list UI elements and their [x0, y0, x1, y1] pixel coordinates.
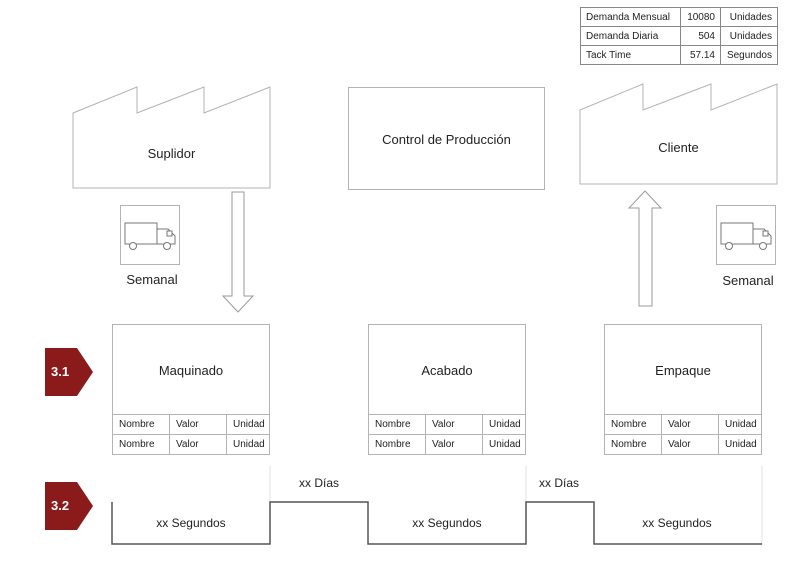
- supplier-factory-shape: [72, 86, 271, 189]
- table-row: Nombre Valor Unidad: [605, 434, 761, 454]
- table-row: Nombre Valor Unidad: [605, 414, 761, 435]
- customer-frequency: Semanal: [722, 273, 774, 288]
- step-marker-3-2: 3.2: [45, 482, 93, 530]
- demand-unit: Unidades: [720, 26, 778, 46]
- truck-icon: [124, 222, 176, 250]
- step-marker-3-1: 3.1: [45, 348, 93, 396]
- table-row: Demanda Mensual 10080 Unidades: [580, 7, 778, 27]
- demand-value: 57.14: [680, 45, 721, 65]
- table-cell: Valor: [661, 414, 719, 435]
- customer-factory-shape: [579, 83, 778, 185]
- table-cell: Valor: [425, 414, 483, 435]
- demand-table: Demanda Mensual 10080 Unidades Demanda D…: [580, 7, 778, 65]
- table-cell: Nombre: [605, 434, 662, 454]
- step-marker-label: 3.2: [51, 498, 70, 513]
- process-box-empaque: Empaque Nombre Valor Unidad Nombre Valor…: [604, 324, 762, 455]
- table-row: Nombre Valor Unidad: [113, 434, 269, 454]
- demand-unit: Segundos: [720, 45, 778, 65]
- demand-name: Tack Time: [580, 45, 681, 65]
- table-cell: Nombre: [369, 414, 426, 435]
- process-box-acabado: Acabado Nombre Valor Unidad Nombre Valor…: [368, 324, 526, 455]
- table-cell: Valor: [169, 414, 227, 435]
- table-cell: Nombre: [369, 434, 426, 454]
- process-time-label: xx Segundos: [642, 516, 712, 530]
- process-name: Empaque: [655, 362, 711, 378]
- production-control-box: Control de Producción: [348, 87, 545, 190]
- supplier-frequency: Semanal: [126, 272, 178, 287]
- table-row: Tack Time 57.14 Segundos: [580, 45, 778, 65]
- table-cell: Valor: [169, 434, 227, 454]
- demand-value: 10080: [680, 7, 721, 27]
- process-time-label: xx Segundos: [412, 516, 482, 530]
- demand-unit: Unidades: [720, 7, 778, 27]
- table-cell: Unidad: [226, 434, 269, 454]
- production-control-label: Control de Producción: [382, 132, 511, 147]
- table-row: Nombre Valor Unidad: [369, 434, 525, 454]
- process-time-label: xx Segundos: [156, 516, 226, 530]
- table-cell: Unidad: [482, 414, 525, 435]
- table-cell: Unidad: [718, 414, 761, 435]
- process-box-maquinado: Maquinado Nombre Valor Unidad Nombre Val…: [112, 324, 270, 455]
- truck-icon: [720, 222, 772, 250]
- timeline-ladder: [111, 501, 762, 545]
- shipment-arrow-up: [627, 190, 663, 307]
- process-data-table: Nombre Valor Unidad Nombre Valor Unidad: [369, 414, 525, 454]
- process-data-table: Nombre Valor Unidad Nombre Valor Unidad: [605, 414, 761, 454]
- process-name: Acabado: [421, 362, 473, 378]
- table-cell: Valor: [661, 434, 719, 454]
- table-cell: Nombre: [605, 414, 662, 435]
- customer-truck-box: [716, 205, 776, 265]
- table-row: Nombre Valor Unidad: [369, 414, 525, 435]
- process-data-table: Nombre Valor Unidad Nombre Valor Unidad: [113, 414, 269, 454]
- demand-name: Demanda Diaria: [580, 26, 681, 46]
- table-cell: Valor: [425, 434, 483, 454]
- table-row: Demanda Diaria 504 Unidades: [580, 26, 778, 46]
- table-cell: Unidad: [226, 414, 269, 435]
- table-cell: Nombre: [113, 434, 170, 454]
- demand-name: Demanda Mensual: [580, 7, 681, 27]
- customer-label: Cliente: [658, 140, 699, 155]
- supplier-label: Suplidor: [147, 146, 196, 161]
- demand-value: 504: [680, 26, 721, 46]
- wait-time-label: xx Días: [298, 476, 339, 490]
- table-row: Nombre Valor Unidad: [113, 414, 269, 435]
- table-cell: Unidad: [482, 434, 525, 454]
- wait-time-label: xx Días: [538, 476, 579, 490]
- step-marker-label: 3.1: [51, 364, 70, 379]
- shipment-arrow-down: [221, 191, 255, 313]
- supplier-truck-box: [120, 205, 180, 265]
- table-cell: Nombre: [113, 414, 170, 435]
- table-cell: Unidad: [718, 434, 761, 454]
- process-name: Maquinado: [158, 362, 224, 378]
